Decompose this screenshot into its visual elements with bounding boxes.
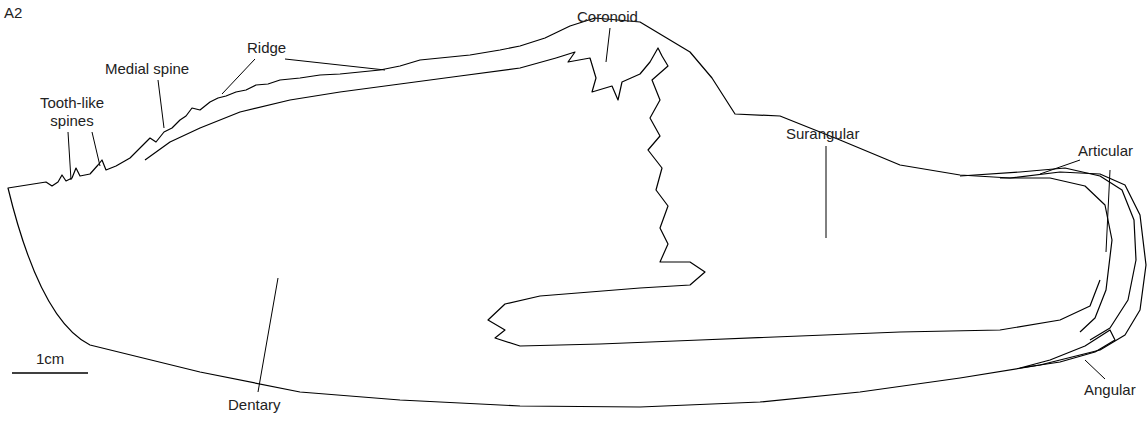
part-label: Ridge (247, 39, 286, 57)
panel-label: A2 (4, 4, 22, 22)
leader-line (258, 278, 278, 392)
scale-label: 1cm (36, 350, 64, 368)
angular-outline (1020, 330, 1115, 368)
articular-outline (960, 168, 1136, 340)
part-label: Angular (1084, 381, 1136, 399)
articular-inner (1000, 178, 1112, 332)
part-label: Tooth-like spines (30, 94, 114, 130)
leader-line (68, 132, 71, 180)
dentary-surangular-suture (488, 56, 1100, 346)
scale-bar (12, 372, 88, 374)
coronoid-suture (556, 48, 662, 100)
bone-outlines (8, 18, 1146, 407)
part-label: Articular (1078, 142, 1133, 160)
jaw-outline (8, 18, 1146, 407)
part-label: Medial spine (105, 60, 189, 78)
leader-line (285, 59, 385, 70)
leader-line (1040, 160, 1080, 174)
leader-line (1106, 170, 1110, 252)
leader-line (606, 28, 610, 62)
leader-lines (68, 28, 1110, 392)
part-label: Surangular (786, 125, 859, 143)
leader-line (158, 80, 164, 128)
part-label: Coronoid (577, 8, 638, 26)
leader-line (826, 146, 827, 238)
ridge-lower-edge (145, 58, 556, 160)
leader-line (1085, 360, 1105, 379)
leader-line (222, 59, 255, 94)
part-label: Dentary (228, 396, 281, 414)
leader-line (92, 132, 100, 166)
